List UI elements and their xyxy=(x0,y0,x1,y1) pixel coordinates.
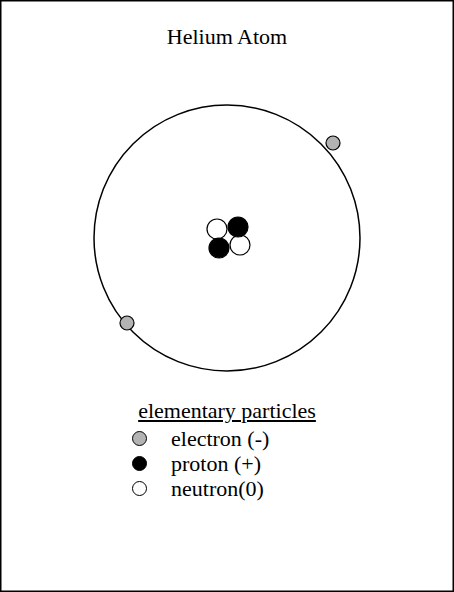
legend-row: electron (-) xyxy=(132,426,269,451)
title-area: Helium Atom xyxy=(0,24,454,50)
proton-dot xyxy=(209,238,229,258)
legend-text: neutron(0) xyxy=(171,476,264,502)
proton-dot xyxy=(228,217,248,237)
legend-heading-area: elementary particles xyxy=(0,398,454,424)
legend-swatch xyxy=(132,431,147,446)
legend-text: electron (-) xyxy=(171,426,269,452)
electron-dot xyxy=(120,316,134,330)
legend-swatch xyxy=(132,456,147,471)
legend-row: neutron(0) xyxy=(132,476,269,501)
neutron-dot xyxy=(207,219,227,239)
electron-dot xyxy=(326,136,340,150)
nucleus xyxy=(207,217,250,258)
legend-heading: elementary particles xyxy=(0,398,454,424)
legend-text: proton (+) xyxy=(171,451,261,477)
title: Helium Atom xyxy=(0,24,454,50)
legend-swatch xyxy=(132,481,147,496)
legend: electron (-)proton (+)neutron(0) xyxy=(132,426,269,501)
neutron-dot xyxy=(230,235,250,255)
legend-row: proton (+) xyxy=(132,451,269,476)
electron-orbit xyxy=(94,105,360,371)
